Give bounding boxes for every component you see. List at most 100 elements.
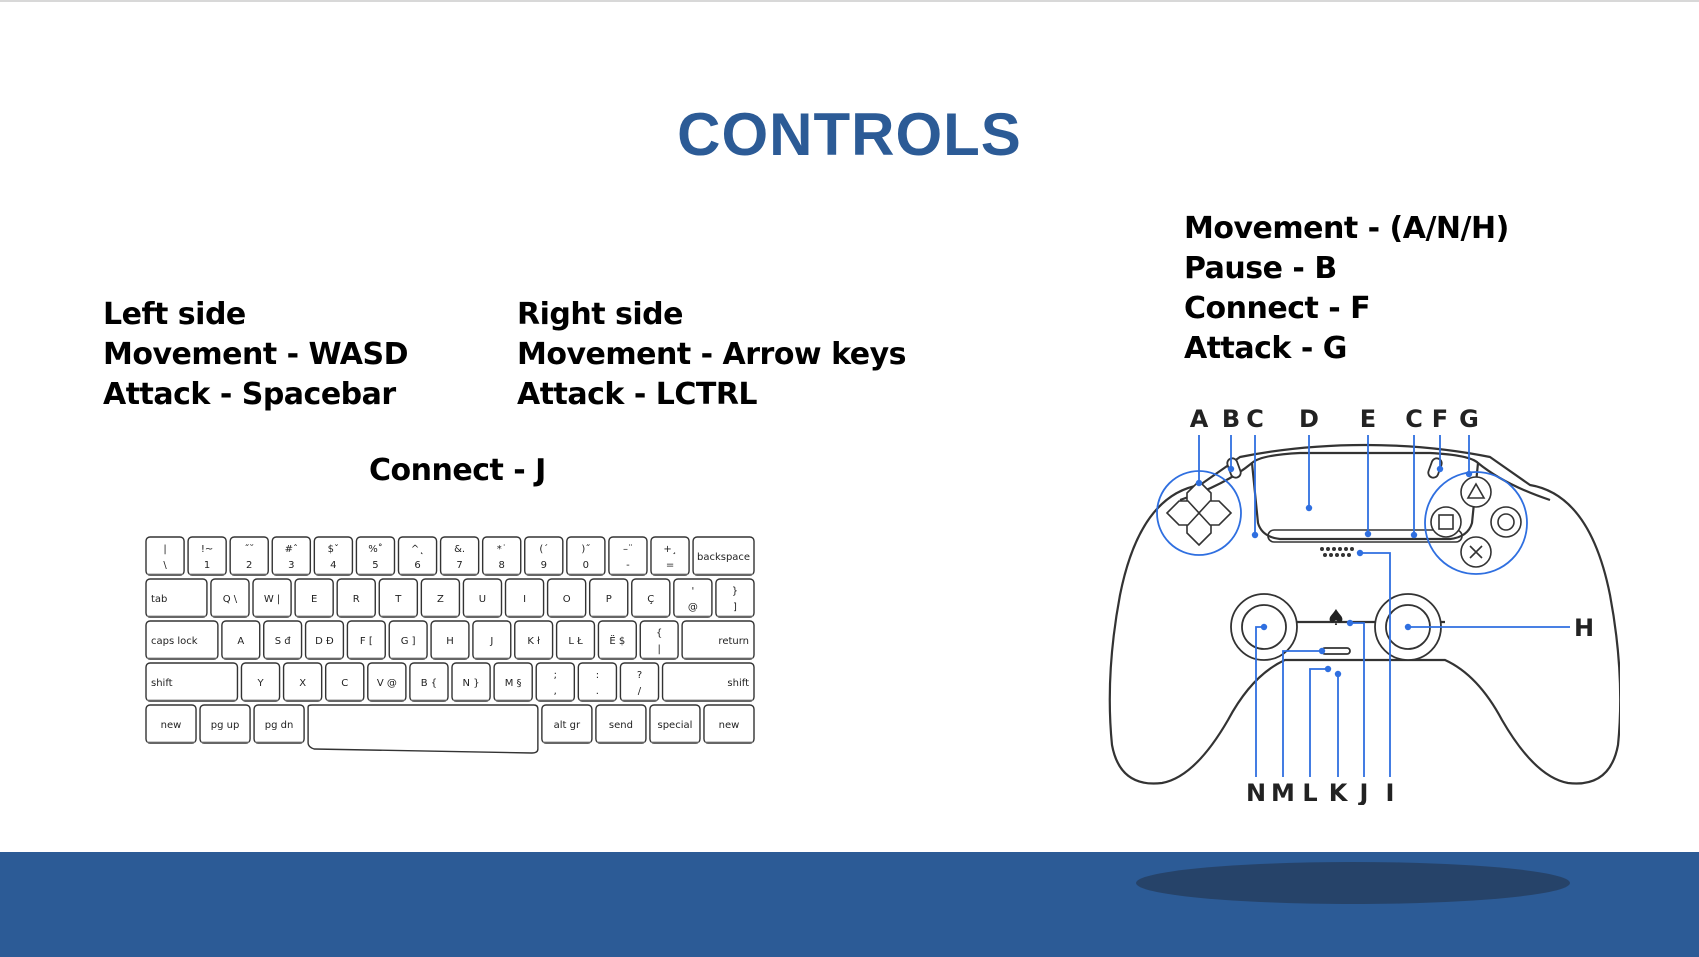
gamepad-callout-label: A [1190,405,1209,433]
keyboard-key: }] [715,578,755,618]
keyboard-key: send [595,704,647,744]
gamepad-controls: Movement - (A/N/H) Pause - B Connect - F… [1184,209,1509,369]
key-label: send [609,720,633,731]
key-label: A [237,636,244,647]
gamepad-callout-label: G [1459,405,1479,433]
key-label: K ł [527,636,540,647]
key-label: pg up [211,720,240,731]
keyboard-key: T [378,578,419,618]
key-label: caps lock [151,636,198,647]
gamepad-callout-label: N [1246,779,1266,805]
keyboard-key: shift [661,662,755,702]
key-top-label: ; [554,670,557,681]
keyboard-key: tab [145,578,208,618]
square-button [1430,506,1462,538]
keyboard-key: !~ 1 [187,536,227,576]
keyboard-key: S đ [263,620,303,660]
key-top-label: | [163,544,166,555]
keyboard-key: X [282,662,323,702]
keyboard-key: #ˆ3 [271,536,312,576]
keyboard-key: –¨ - [608,536,648,576]
key-bottom-label: 1 [204,560,210,571]
keyboard-key: alt gr [541,704,593,744]
keyboard-key: K ł [514,620,554,660]
key-top-label: %˚ [368,543,383,555]
key-bottom-label: ] [733,602,737,613]
keyboard-key: Ë $ [597,620,637,660]
gamepad-callout-label: K [1329,779,1349,805]
key-label: alt gr [554,720,581,731]
gamepad-touchpad [1250,451,1480,541]
keyboard-key: M § [493,662,533,702]
gamepad-movement: Movement - (A/N/H) [1184,211,1509,246]
gamepad-callout-label: M [1271,779,1295,805]
key-bottom-label: @ [688,602,698,613]
keyboard-connect: Connect - J [369,453,546,488]
circle-button [1490,506,1522,538]
keyboard-key: %˚ 5 [355,536,396,576]
keyboard-key: new [703,704,755,744]
left-side-controls: Left side Movement - WASD Attack - Space… [103,295,408,415]
speaker-grille [1320,547,1354,557]
keyboard-key: G ] [388,620,428,660]
key-top-label: –¨ [623,544,633,555]
keyboard-key: Y [240,662,281,702]
keyboard-key: {| [639,620,679,660]
key-top-label: } [732,586,738,597]
face-ring [1424,471,1528,575]
right-side-heading: Right side [517,297,683,332]
keyboard-key: E [294,578,334,618]
keyboard-key: H [430,620,470,660]
key-label: S đ [275,636,292,647]
key-label: new [161,720,182,731]
keyboard-key: &.7 [439,536,480,576]
gamepad-callout-label: F [1432,405,1448,433]
key-bottom-label: | [658,644,661,655]
keyboard-key: *˙8 [481,536,522,576]
keyboard-key: Q \ [210,578,250,618]
key-label: Ë $ [609,634,625,647]
keyboard-key: ?/ [619,662,660,702]
keyboard-key: R [336,578,376,618]
keyboard-key: V @ [367,662,407,702]
gamepad-callout-label: E [1360,405,1376,433]
key-top-label: !~ [201,544,213,555]
key-label: C [341,678,348,689]
key-top-label: { [656,628,662,639]
footer-bar [0,852,1699,957]
gamepad-callout-label: J [1358,779,1369,805]
key-bottom-label: / [638,686,642,697]
keyboard-key: |\ [145,536,185,576]
key-bottom-label: 9 [541,560,547,571]
keyboard-key: caps lock [145,620,219,660]
right-grip-line [1477,462,1551,502]
keyboard-key: O [546,578,587,618]
keyboard-key: Ç [631,578,671,618]
keyboard-key: $ˇ4 [313,536,354,576]
mute-button [1321,647,1351,655]
gamepad-callout-label: I [1386,779,1395,805]
left-side-movement: Movement - WASD [103,337,408,372]
keyboard-key: shift [145,662,239,702]
key-bottom-label: 6 [414,560,420,571]
key-top-label: *˙ [497,544,507,555]
key-label: U [479,594,486,605]
key-label: E [311,594,317,605]
key-bottom-label: 5 [372,560,378,571]
keyboard-key: C [324,662,365,702]
keyboard-key: P [588,578,629,618]
keyboard-key: Z [420,578,461,618]
key-label: B { [421,678,437,689]
triangle-button [1460,476,1492,508]
keyboard-key: new [145,704,197,744]
key-top-label: (´ [539,543,548,555]
keyboard-key: B { [409,662,449,702]
keyboard-key: ^˛6 [397,536,438,576]
playstation-logo-icon: ♠ [1326,606,1346,631]
key-label: D Đ [315,636,334,647]
gamepad-callout-label: B [1222,405,1240,433]
key-bottom-label: - [626,560,630,571]
key-bottom-label: 0 [583,560,589,571]
key-label: R [353,594,360,605]
